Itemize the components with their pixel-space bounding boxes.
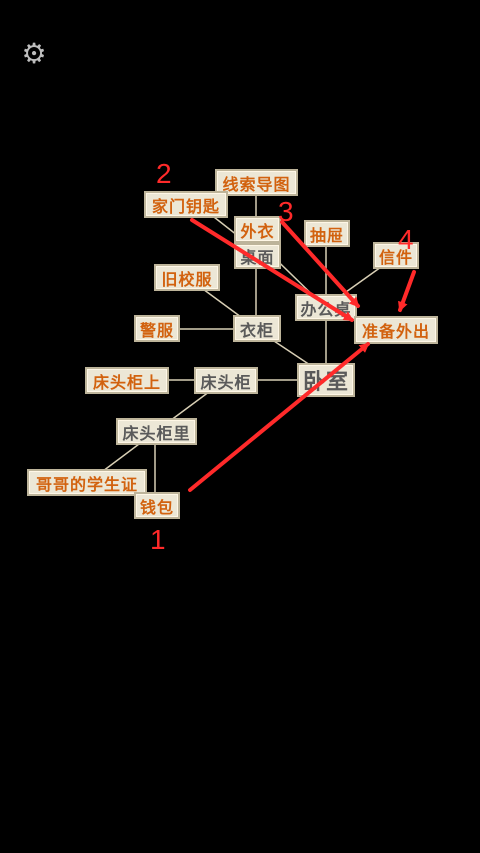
arrow-step-4 (398, 270, 416, 312)
node-wardrobe[interactable]: 衣柜 (233, 315, 281, 342)
node-nightstand-inside[interactable]: 床头柜里 (116, 418, 197, 445)
step-label-3: 3 (278, 196, 294, 227)
node-desk-top[interactable]: 桌面 (234, 243, 281, 269)
node-letter[interactable]: 信件 (373, 242, 419, 269)
node-old-uniform[interactable]: 旧校服 (154, 264, 220, 291)
step-label-4: 4 (398, 224, 414, 255)
step-label-1: 1 (150, 524, 166, 555)
arrow-step-3 (280, 220, 360, 308)
settings-gear-icon[interactable]: ⚙ (21, 37, 47, 70)
node-drawer[interactable]: 抽屉 (304, 220, 350, 247)
node-nightstand-top[interactable]: 床头柜上 (85, 367, 169, 394)
arrow-step-1 (188, 342, 370, 492)
node-brother-student-id[interactable]: 哥哥的学生证 (27, 469, 147, 496)
node-home-key[interactable]: 家门钥匙 (144, 191, 228, 218)
node-nightstand[interactable]: 床头柜 (194, 367, 258, 394)
node-clue-guide[interactable]: 线索导图 (215, 169, 298, 196)
node-ready-to-go[interactable]: 准备外出 (354, 316, 438, 344)
node-wallet[interactable]: 钱包 (134, 492, 180, 519)
node-coat[interactable]: 外衣 (234, 216, 281, 243)
node-police-uniform[interactable]: 警服 (134, 315, 180, 342)
step-label-2: 2 (156, 158, 172, 189)
arrow-step-2 (190, 218, 354, 322)
